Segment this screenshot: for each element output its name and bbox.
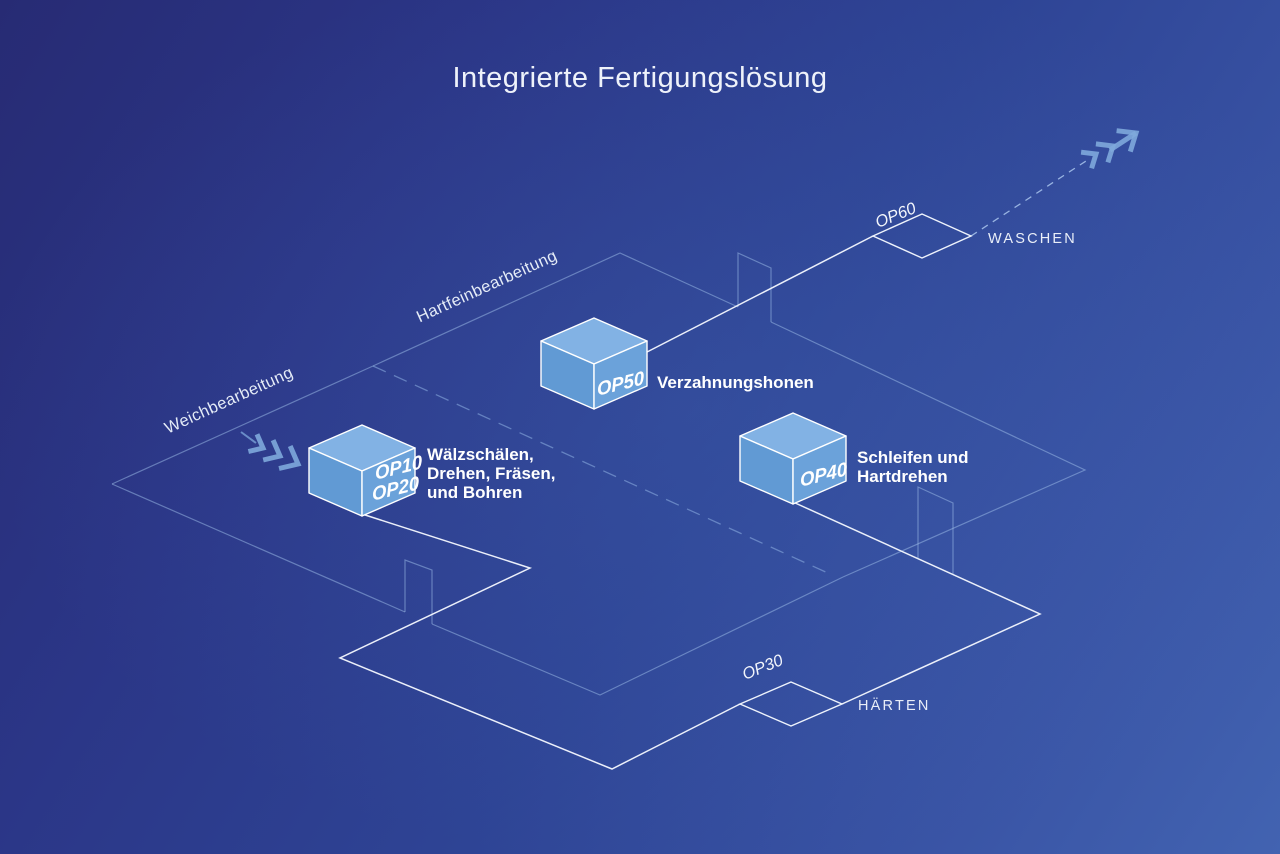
station-op10-op20: OP10 OP20 Wälzschälen, Drehen, Fräsen, u… (308, 424, 556, 517)
op10-caption-line2: Drehen, Fräsen, (427, 464, 556, 483)
lane-label-weichbearbeitung: Weichbearbeitung (162, 363, 296, 437)
op30-diamond (738, 681, 844, 727)
op60-caption: WASCHEN (988, 231, 1077, 247)
op60-diamond (871, 213, 973, 259)
op60-label: OP60 (873, 199, 920, 232)
op10-caption-line1: Wälzschälen, (427, 445, 534, 464)
lane-divider-dashed-line (372, 365, 831, 575)
conveyor-flow-lines (338, 235, 1042, 770)
op40-caption-line2: Hartdrehen (857, 467, 948, 486)
page-title: Integrierte Fertigungslösung (452, 62, 827, 94)
doorway-gate-right (917, 486, 954, 574)
op30-caption: HÄRTEN (858, 697, 931, 714)
outflow-arrow-icon (1080, 128, 1140, 170)
checkpoint-op30: OP30 HÄRTEN (738, 651, 931, 727)
op40-caption-line1: Schleifen und (857, 448, 968, 467)
lane-outline-weich (111, 365, 954, 696)
checkpoint-op60: OP60 WASCHEN (871, 199, 1077, 259)
lane-outline-hartfein (372, 252, 1087, 578)
station-op40: OP40 Schleifen und Hartdrehen (739, 412, 968, 505)
op30-label: OP30 (740, 651, 787, 684)
station-op50: OP50 Verzahnungshonen (540, 317, 814, 410)
doorway-gate-top (737, 252, 772, 322)
inflow-arrow-icon (240, 431, 302, 471)
op10-caption-line3: und Bohren (427, 483, 522, 502)
op50-caption: Verzahnungshonen (657, 373, 814, 392)
doorway-gate-bottom (404, 559, 433, 624)
outflow-dashed-line (970, 160, 1087, 237)
